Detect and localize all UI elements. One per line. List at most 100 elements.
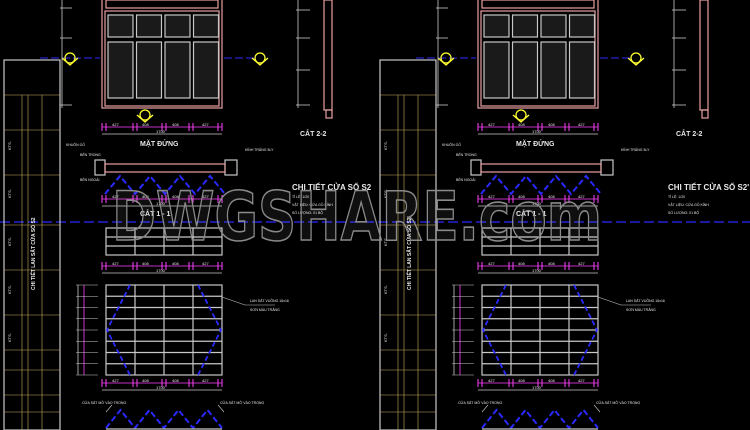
dimension-total-label: 1700 xyxy=(532,201,542,206)
label-glass: KÍNH TRẮNG 5LY xyxy=(621,147,650,152)
window-elevation xyxy=(40,0,255,109)
section-marker-circle xyxy=(139,109,151,121)
swing-diamond xyxy=(105,284,223,376)
opening-label-right: CỬA SẮT MỞ VÀO TRONG xyxy=(596,400,640,405)
dimension-label: 427 xyxy=(112,122,119,127)
dimension-label: 408 xyxy=(548,122,555,127)
section-marker xyxy=(251,52,269,66)
title-block-sheet-title: CHI TIẾT LAN SẮT CỬA SỔ S2 xyxy=(29,217,37,290)
dimension-label: 427 xyxy=(202,261,209,266)
grille-note-finish: SƠN MÀU TRẮNG xyxy=(250,307,280,312)
door-swing-indicator xyxy=(480,174,602,196)
title-block-border xyxy=(379,59,437,430)
glass-panel-upper xyxy=(135,14,163,38)
window-plan-section xyxy=(480,163,602,173)
dimension-label: 408 xyxy=(548,378,555,383)
title-block-label: KTS. xyxy=(7,285,12,294)
section-marker-arrow xyxy=(136,114,154,123)
label-wooden-frame: KHUÔN GỖ xyxy=(442,142,461,147)
glass-panel-upper xyxy=(107,14,134,38)
title-block-label: KTS. xyxy=(7,141,12,150)
dimension-label: 408 xyxy=(548,194,555,199)
dimension-label: 408 xyxy=(142,122,149,127)
section-marker-arrow xyxy=(61,57,79,66)
title-block: CHI TIẾT LAN SẮT CỬA SỔ S2 KTS. KTS. KTS. KT… xyxy=(3,59,61,430)
dimension-label: 408 xyxy=(172,378,179,383)
dimension-label: 408 xyxy=(518,194,525,199)
glass-panel-lower xyxy=(540,41,567,99)
door-swing-indicator xyxy=(105,408,223,430)
dimension-label: 427 xyxy=(488,194,495,199)
section-sill xyxy=(701,109,709,119)
dimension-label: 408 xyxy=(518,261,525,266)
opening-label-right: CỬA SẮT MỞ VÀO TRONG xyxy=(220,400,264,405)
section-marker xyxy=(512,109,530,123)
door-swing-indicator xyxy=(104,174,226,196)
title-block-label: KTS. xyxy=(7,189,12,198)
dimension-label: 408 xyxy=(142,378,149,383)
window-outer-frame xyxy=(477,0,599,109)
glass-panel-upper xyxy=(483,14,510,38)
window-elevation xyxy=(416,0,631,109)
grille-top xyxy=(481,227,599,256)
title-block-label: KTS. xyxy=(383,141,388,150)
grille-note-material: LAN SẮT VUÔNG 16x16 xyxy=(626,298,665,303)
dimension-label: 408 xyxy=(172,122,179,127)
dimension-label: 408 xyxy=(518,378,525,383)
dimension-label: 427 xyxy=(578,261,585,266)
detail-note: VẬT LIỆU: CỬA GỖ KÍNH xyxy=(668,202,709,207)
label-inside: BÊN TRONG xyxy=(456,152,477,157)
dimension-label: 427 xyxy=(202,378,209,383)
dimension-total-label: 1700 xyxy=(156,268,166,273)
window-transom xyxy=(105,0,219,9)
title-block-label: KTS. xyxy=(7,237,12,246)
section-marker-circle xyxy=(515,109,527,121)
section-2-title: CẮT 2-2 xyxy=(300,129,327,138)
dimension-label: 408 xyxy=(548,261,555,266)
opening-label-left: CỬA SẮT MỞ VÀO TRONG xyxy=(458,400,502,405)
section-marker-arrow xyxy=(627,57,645,66)
dimension-label: 427 xyxy=(578,194,585,199)
grille-note-finish: SƠN MÀU TRẮNG xyxy=(626,307,656,312)
grille-top xyxy=(105,227,223,256)
dimension-label: 427 xyxy=(488,122,495,127)
dimension-total-label: 1700 xyxy=(532,268,542,273)
window-transom xyxy=(481,0,595,9)
section-1-1: KHUÔN GỖ BÊN TRONG BÊN NGOÀI KÍNH TRẮNG 5LY xyxy=(442,142,650,196)
label-outside: BÊN NGOÀI xyxy=(456,177,475,182)
glass-panel-upper xyxy=(511,14,539,38)
title-block: CHI TIẾT LAN SẮT CỬA SỔ S2'KTS.KTS.KTS.K… xyxy=(379,59,437,430)
dimension-total-label: 1700 xyxy=(156,129,166,134)
detail-note: TỈ LỆ: 1/20 xyxy=(292,194,309,199)
section-marker xyxy=(437,52,455,66)
section-marker-circle xyxy=(630,52,642,64)
section-2-2: CẮT 2-2 xyxy=(296,0,333,138)
glass-panel-lower xyxy=(135,41,163,99)
dimension-label: 427 xyxy=(112,378,119,383)
glass-panel-upper xyxy=(568,14,596,38)
glass-panel-lower xyxy=(107,41,134,99)
section-marker-arrow xyxy=(512,114,530,123)
glass-panel-lower xyxy=(164,41,191,99)
section-marker-circle xyxy=(64,52,76,64)
label-outside: BÊN NGOÀI xyxy=(80,177,99,182)
leader-line xyxy=(221,296,275,306)
section-sill xyxy=(325,109,333,119)
section-1-title: CẮT 1 - 1 xyxy=(140,209,170,218)
window-outer-frame xyxy=(101,0,223,109)
section-1-title: CẮT 1 - 1 xyxy=(516,209,546,218)
glass-panel-lower xyxy=(568,41,596,99)
dimension-total-label: 1700 xyxy=(156,385,166,390)
dimension-label: 427 xyxy=(202,194,209,199)
detail-note: VẬT LIỆU: CỬA GỖ KÍNH xyxy=(292,202,333,207)
section-marker xyxy=(627,52,645,66)
dimension-total-label: 1700 xyxy=(532,385,542,390)
detail-title: CHI TIẾT CỬA SỔ S2' xyxy=(668,182,749,192)
dimension-label: 408 xyxy=(172,261,179,266)
dimension-label: 427 xyxy=(112,261,119,266)
window-plan-section xyxy=(104,163,226,173)
section-marker-circle xyxy=(440,52,452,64)
watermark: DWGSHARE.com xyxy=(112,178,602,257)
